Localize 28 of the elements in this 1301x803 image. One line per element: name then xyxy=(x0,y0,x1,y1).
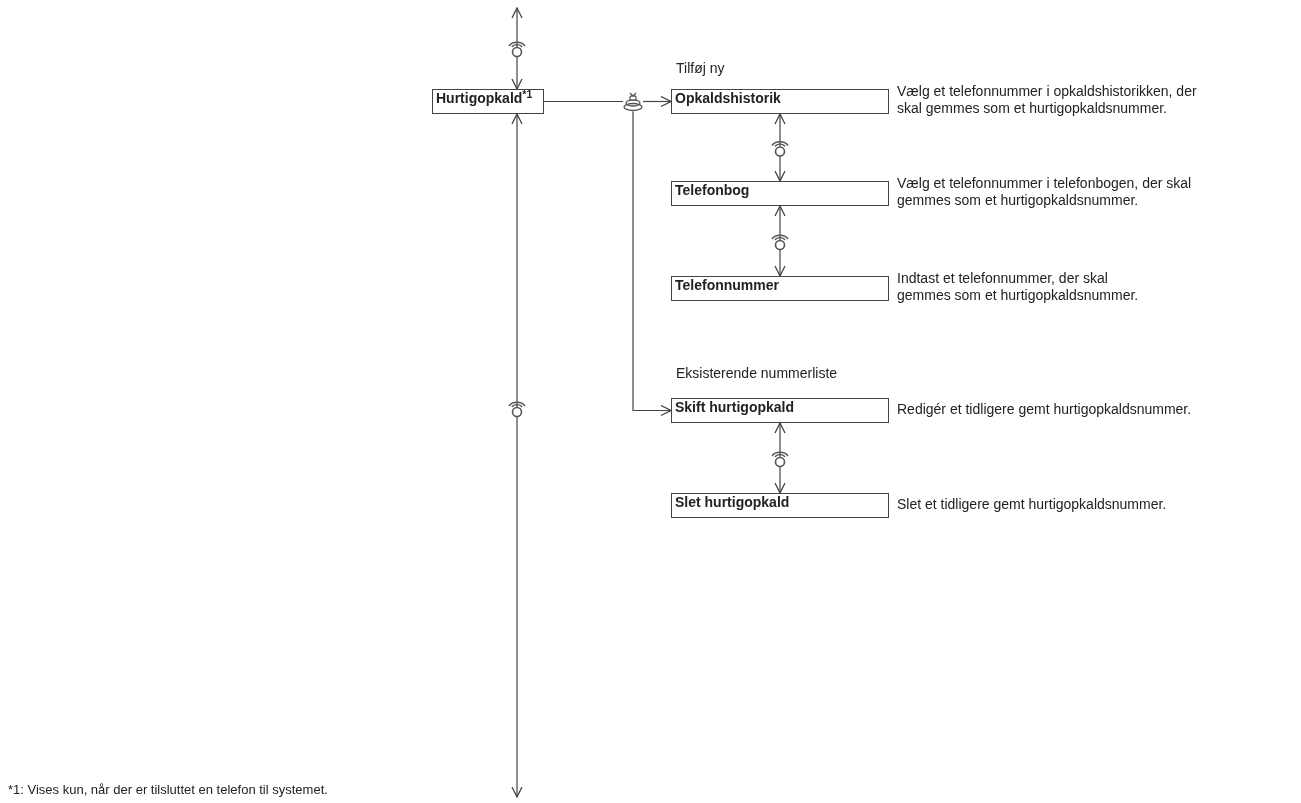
description-text: Vælg et telefonnummer i opkaldshistorikken, der skal gemmes som et hurtigopkaldsnummer. xyxy=(897,82,1198,117)
menu-box xyxy=(432,89,544,114)
menu-box xyxy=(671,89,889,114)
menu-item-label: Opkaldshistorik xyxy=(675,90,781,108)
arrow xyxy=(511,113,523,798)
arrow xyxy=(774,422,786,494)
arrow xyxy=(632,110,672,417)
group-heading: Eksisterende nummerliste xyxy=(676,364,838,383)
menu-box xyxy=(671,493,889,518)
description-text: Indtast et telefonnummer, der skal gemmes som et hurtigopkaldsnummer. xyxy=(897,269,1140,304)
menu-box xyxy=(671,398,889,423)
description-text: Vælg et telefonnummer i telefonbogen, der skal gemmes som et hurtigopkaldsnummer. xyxy=(897,174,1193,209)
footnote: *1: Vises kun, når der er tilsluttet en telefon til systemet. xyxy=(8,781,328,799)
description-text: Redigér et tidligere gemt hurtigopkaldsnummer. xyxy=(897,400,1193,417)
arrow xyxy=(774,113,786,182)
menu-item-label: Slet hurtigopkald xyxy=(675,494,790,512)
arrow xyxy=(774,205,786,277)
menu-box xyxy=(671,276,889,301)
menu-item-label: Telefonbog xyxy=(675,182,750,200)
knob-icon xyxy=(623,91,643,112)
menu-box xyxy=(671,181,889,206)
arrow xyxy=(511,7,523,90)
group-heading: Tilføj ny xyxy=(676,59,725,78)
menu-item-label: Skift hurtigopkald xyxy=(675,399,794,417)
arrow xyxy=(642,95,672,108)
menu-item-label: Hurtigopkald$^{*1}$ xyxy=(436,90,533,108)
menu-item-label: Telefonnummer xyxy=(675,277,779,295)
description-text: Slet et tidligere gemt hurtigopkaldsnummer. xyxy=(897,495,1168,512)
